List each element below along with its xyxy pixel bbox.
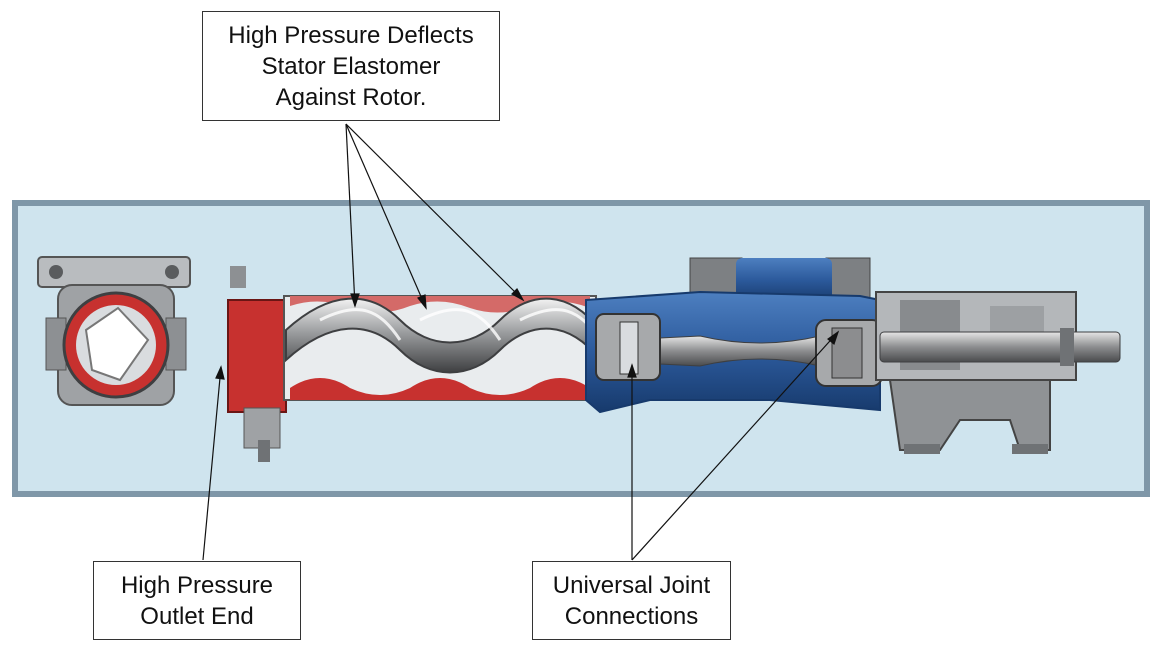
inlet-flange	[37, 256, 191, 406]
callout-stator-line-1: High Pressure Deflects	[228, 21, 474, 49]
callout-ujoint-line-1: Universal Joint	[552, 571, 711, 599]
callout-stator-line-2: Stator Elastomer	[261, 52, 441, 80]
callout-stator-deflection: High Pressure Deflects Stator Elastomer …	[202, 11, 500, 121]
callout-outlet-line-2: Outlet End	[140, 602, 254, 630]
leader-lines	[202, 123, 840, 561]
callout-stator-line-3: Against Rotor.	[275, 83, 427, 111]
drive-shaft	[879, 328, 1121, 366]
callout-ujoint-line-2: Connections	[564, 602, 699, 630]
outlet-housing	[227, 266, 287, 462]
callout-outlet-line-1: High Pressure	[120, 571, 274, 599]
universal-joint-left	[595, 313, 661, 381]
callout-outlet-end: High Pressure Outlet End	[93, 561, 301, 640]
callout-universal-joint: Universal Joint Connections	[532, 561, 731, 640]
universal-joint-right	[815, 319, 883, 387]
bearing-housing	[875, 291, 1077, 454]
